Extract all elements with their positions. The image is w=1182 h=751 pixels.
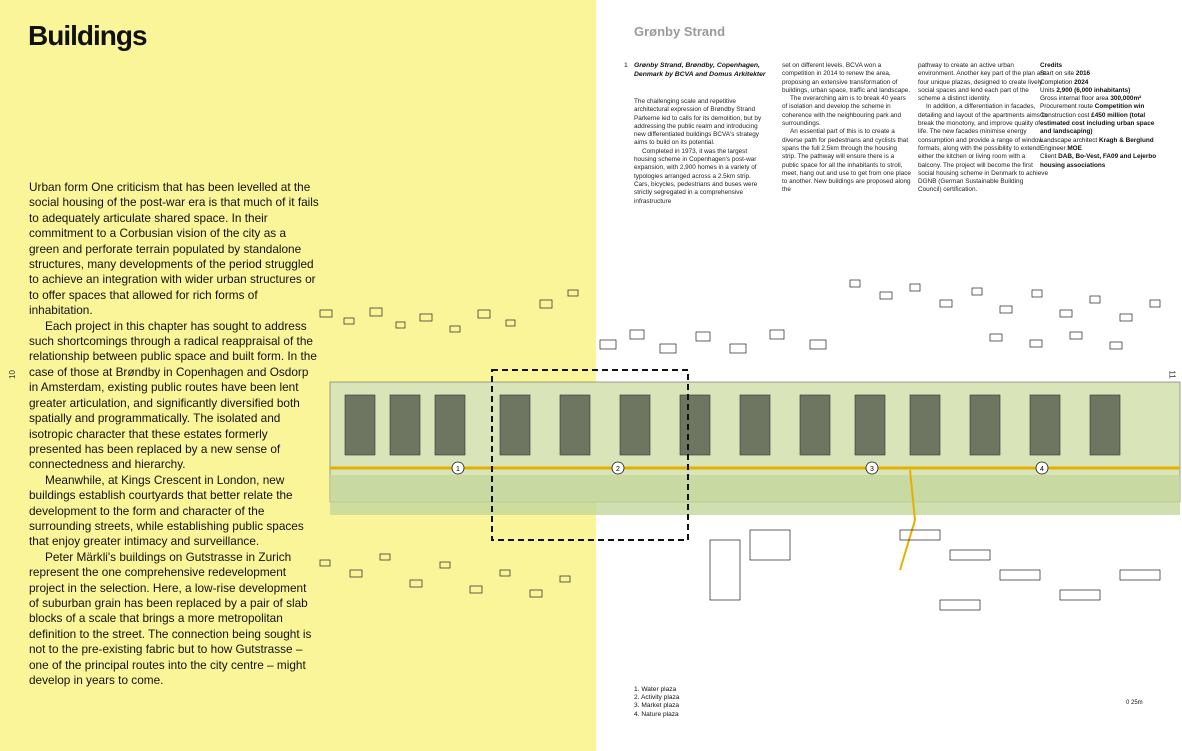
plan-legend: 1. Water plaza 2. Activity plaza 3. Mark…: [634, 686, 679, 719]
pathway-branch: [899, 469, 917, 571]
credit-line: Units 2,900 (6,000 inhabitants): [1040, 86, 1131, 94]
credits-title: Credits: [1040, 62, 1063, 69]
col2-para-2: The overarching aim is to break 40 years…: [782, 95, 906, 128]
paragraph-4: Peter Märkli's buildings on Gutstrasse i…: [29, 549, 312, 687]
col1-para-1: The challenging scale and repetitive arc…: [634, 98, 762, 147]
col3-para-1: pathway to create an active urban enviro…: [918, 62, 1046, 103]
credit-line: Engineer MOE: [1040, 144, 1082, 152]
col2-para-1: set on different levels. BCVA won a comp…: [782, 62, 911, 94]
credit-line: Construction cost £450 million (total es…: [1040, 111, 1155, 136]
col1-para-2: Completed in 1973, it was the largest ho…: [634, 147, 758, 205]
context-buildings-north: [319, 279, 1161, 354]
credit-line: Client DAB, Bo-Vest, FA09 and Lejerbo ho…: [1040, 153, 1157, 169]
text-column-2: set on different levels. BCVA won a comp…: [782, 62, 912, 195]
paragraph-3: Meanwhile, at Kings Crescent in London, …: [29, 472, 304, 549]
col2-para-3: An essential part of this is to create a…: [782, 128, 911, 194]
project-title: Grønby Strand: [634, 24, 726, 39]
paragraph-2: Each project in this chapter has sought …: [29, 318, 317, 472]
plaza-marker-1: 1: [456, 466, 460, 473]
chapter-title: Buildings: [28, 20, 148, 51]
legend-item: 3. Market plaza: [634, 702, 680, 710]
left-page-background: [0, 0, 596, 751]
text-column-3: pathway to create an active urban enviro…: [918, 62, 1048, 195]
legend-item: 4. Nature plaza: [634, 710, 679, 718]
scale-bar-label: 0 25m: [1126, 700, 1143, 706]
site-plan-drawing: 1 2 3 4: [319, 279, 1181, 611]
context-buildings-south: [319, 529, 1161, 611]
legend-item: 1. Water plaza: [634, 686, 677, 693]
paragraph-1-text: One criticism that has been levelled at …: [29, 180, 319, 318]
housing-blocks: [344, 394, 1121, 456]
plaza-marker-3: 3: [870, 466, 874, 473]
page-number-left: 10: [7, 370, 17, 379]
lead-in: Urban form: [29, 180, 89, 194]
credit-line: Completion 2024: [1040, 78, 1089, 86]
credit-line: Procurement route Competition win: [1040, 103, 1145, 111]
text-column-1: The challenging scale and repetitive arc…: [634, 98, 764, 206]
legend-item: 2. Activity plaza: [634, 694, 680, 702]
credits-block: Credits Start on site 2016 Completion 20…: [1040, 62, 1160, 170]
essay-body: Urban form One criticism that has been l…: [29, 180, 319, 688]
credit-line: Start on site 2016: [1040, 70, 1091, 78]
detail-frame: [491, 369, 689, 541]
plaza-marker-2: 2: [616, 466, 620, 473]
caption-heading: Grønby Strand, Brøndby, Copenhagen, Denm…: [634, 62, 766, 78]
plaza-marker-4: 4: [1040, 466, 1044, 473]
col3-para-2: In addition, a differentiation in facade…: [918, 103, 1049, 194]
right-page-background: [596, 0, 1182, 751]
credit-line: Landscape architect Kragh & Berglund: [1040, 136, 1154, 144]
park-strip: [330, 475, 1180, 515]
paragraph-1: Urban form One criticism that has been l…: [29, 180, 319, 319]
plaza-markers: [451, 461, 1049, 475]
credit-line: Gross internal floor area 300,000m²: [1040, 95, 1142, 103]
caption-number: 1: [624, 62, 628, 69]
